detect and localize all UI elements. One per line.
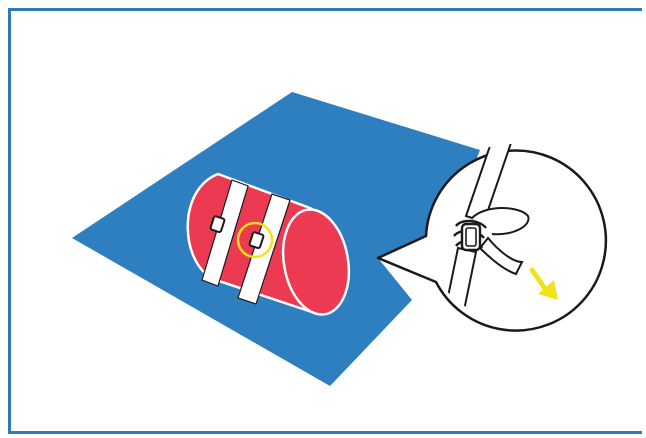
pull-arrow-head [538, 280, 558, 300]
knot-tail [478, 236, 524, 276]
sleeping-bag-end-cap [281, 208, 351, 316]
sleeping-bag [186, 172, 351, 316]
pull-arrow-shaft [529, 267, 549, 293]
buckle-right [248, 231, 265, 249]
knot-wrap-1 [455, 219, 487, 229]
buckle-left [209, 215, 226, 233]
strap-left [201, 179, 249, 287]
pull-arrow [529, 267, 558, 300]
buckle-highlight-ring [236, 221, 274, 259]
strap-right [237, 193, 291, 305]
callout-buckle-inner [465, 227, 477, 247]
